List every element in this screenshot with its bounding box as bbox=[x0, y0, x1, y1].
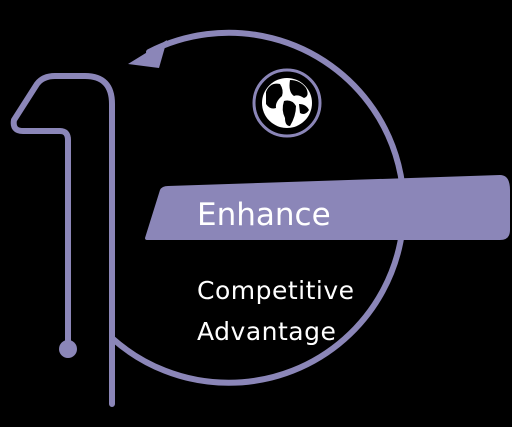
number-one-outline bbox=[10, 73, 115, 407]
cycle-arrowhead bbox=[128, 40, 167, 68]
headline-text: Enhance bbox=[197, 197, 331, 233]
number-one-end-dot bbox=[59, 340, 77, 358]
globe-icon bbox=[252, 68, 322, 138]
headline-banner bbox=[145, 175, 510, 240]
subtitle-line-1: Competitive bbox=[197, 276, 355, 305]
subtitle-line-2: Advantage bbox=[197, 317, 336, 346]
